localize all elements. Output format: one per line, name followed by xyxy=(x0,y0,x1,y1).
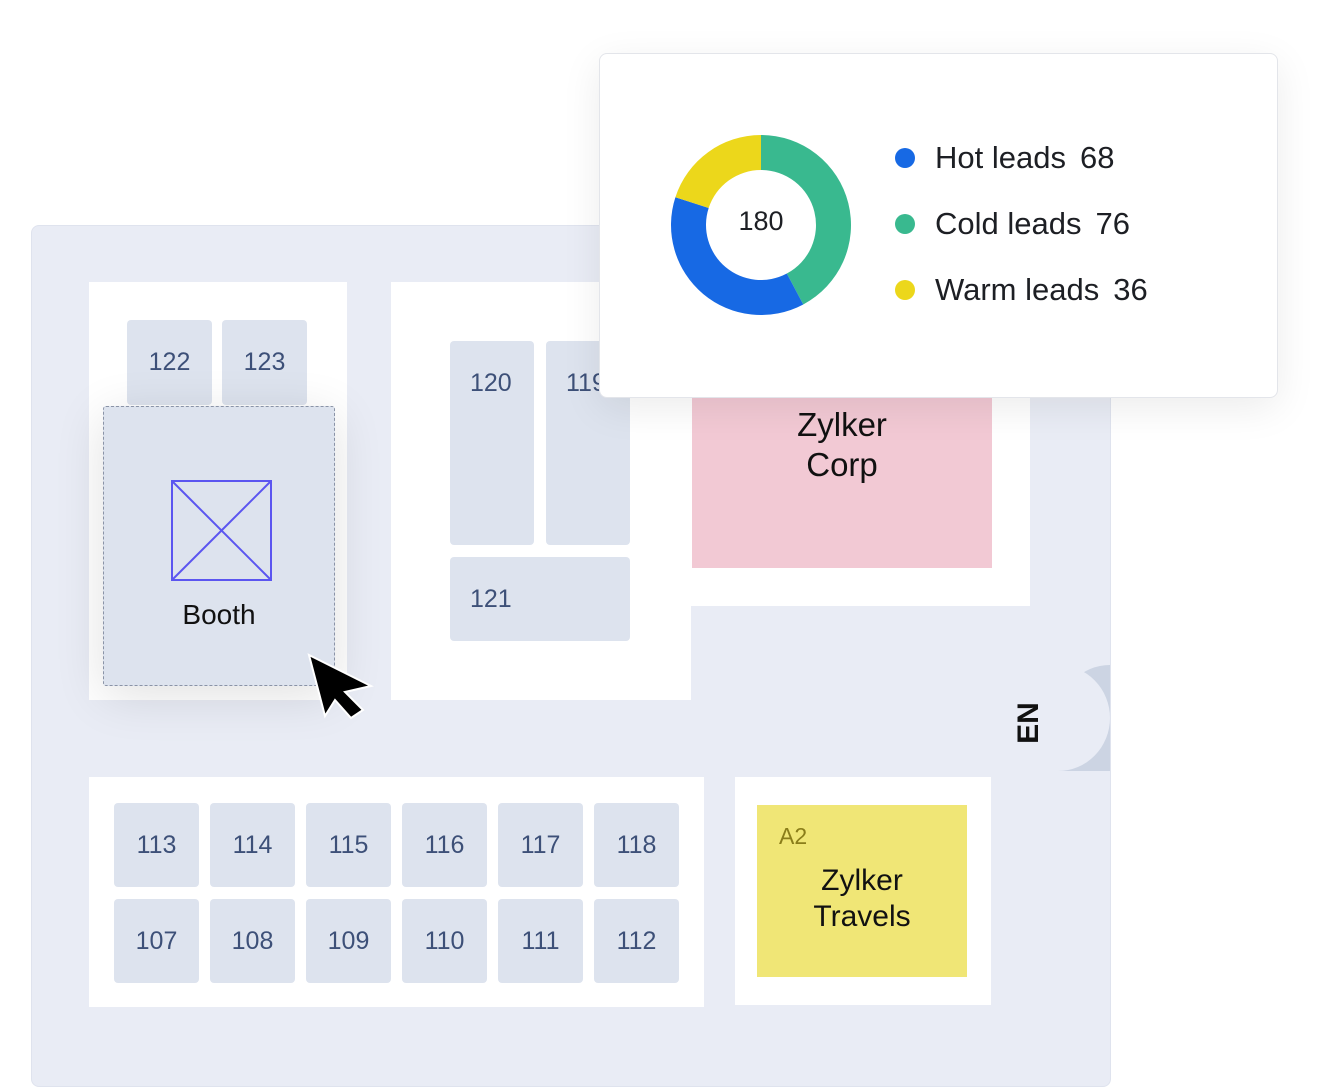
image-placeholder-icon xyxy=(171,480,272,581)
booth-122[interactable]: 122 xyxy=(127,320,212,405)
zylker-travels-name-line1: Zylker xyxy=(821,864,903,897)
legend-dot-icon xyxy=(895,148,915,168)
booth-118[interactable]: 118 xyxy=(594,803,679,887)
legend-dot-icon xyxy=(895,214,915,234)
booth-117[interactable]: 117 xyxy=(498,803,583,887)
booth-label: Booth xyxy=(182,599,256,630)
legend-value: 76 xyxy=(1095,206,1130,241)
legend-label: Warm leads xyxy=(935,272,1100,307)
booth-121[interactable]: 121 xyxy=(450,557,630,641)
legend-item: Warm leads 36 xyxy=(895,272,1148,308)
booth-109[interactable]: 109 xyxy=(306,899,391,983)
donut-slice-cold-leads xyxy=(761,135,851,305)
booth-114[interactable]: 114 xyxy=(210,803,295,887)
legend-item: Cold leads 76 xyxy=(895,206,1130,242)
donut-slice-warm-leads xyxy=(675,135,761,209)
booth-108[interactable]: 108 xyxy=(210,899,295,983)
legend-label: Hot leads xyxy=(935,140,1066,175)
booth-code: A2 xyxy=(779,823,808,849)
zylker-travels-name-line2: Travels xyxy=(813,900,911,933)
booth-123[interactable]: 123 xyxy=(222,320,307,405)
booth-110[interactable]: 110 xyxy=(402,899,487,983)
donut-slice-hot-leads xyxy=(671,197,804,315)
booth-zylker-corp[interactable]: Zylker Corp xyxy=(692,380,992,568)
booth-placeholder[interactable]: Booth xyxy=(103,406,335,686)
leads-donut-chart xyxy=(671,135,851,315)
legend-item: Hot leads 68 xyxy=(895,140,1114,176)
booth-112[interactable]: 112 xyxy=(594,899,679,983)
booth-zylker-travels[interactable]: A2 Zylker Travels xyxy=(757,805,967,977)
zylker-corp-name-line1: Zylker xyxy=(797,406,887,443)
entrance-door-shape xyxy=(1058,665,1110,771)
booth-107[interactable]: 107 xyxy=(114,899,199,983)
zylker-corp-name-line2: Corp xyxy=(806,446,878,483)
legend-label: Cold leads xyxy=(935,206,1082,241)
cursor-arrow-icon xyxy=(307,653,374,720)
donut-center-total: 180 xyxy=(738,206,784,236)
booth-111[interactable]: 111 xyxy=(498,899,583,983)
booth-113[interactable]: 113 xyxy=(114,803,199,887)
legend-dot-icon xyxy=(895,280,915,300)
entrance-label: EN xyxy=(1012,702,1045,744)
booth-120[interactable]: 120 xyxy=(450,341,534,545)
legend-value: 36 xyxy=(1113,272,1148,307)
booth-115[interactable]: 115 xyxy=(306,803,391,887)
legend-value: 68 xyxy=(1079,140,1115,175)
booth-116[interactable]: 116 xyxy=(402,803,487,887)
